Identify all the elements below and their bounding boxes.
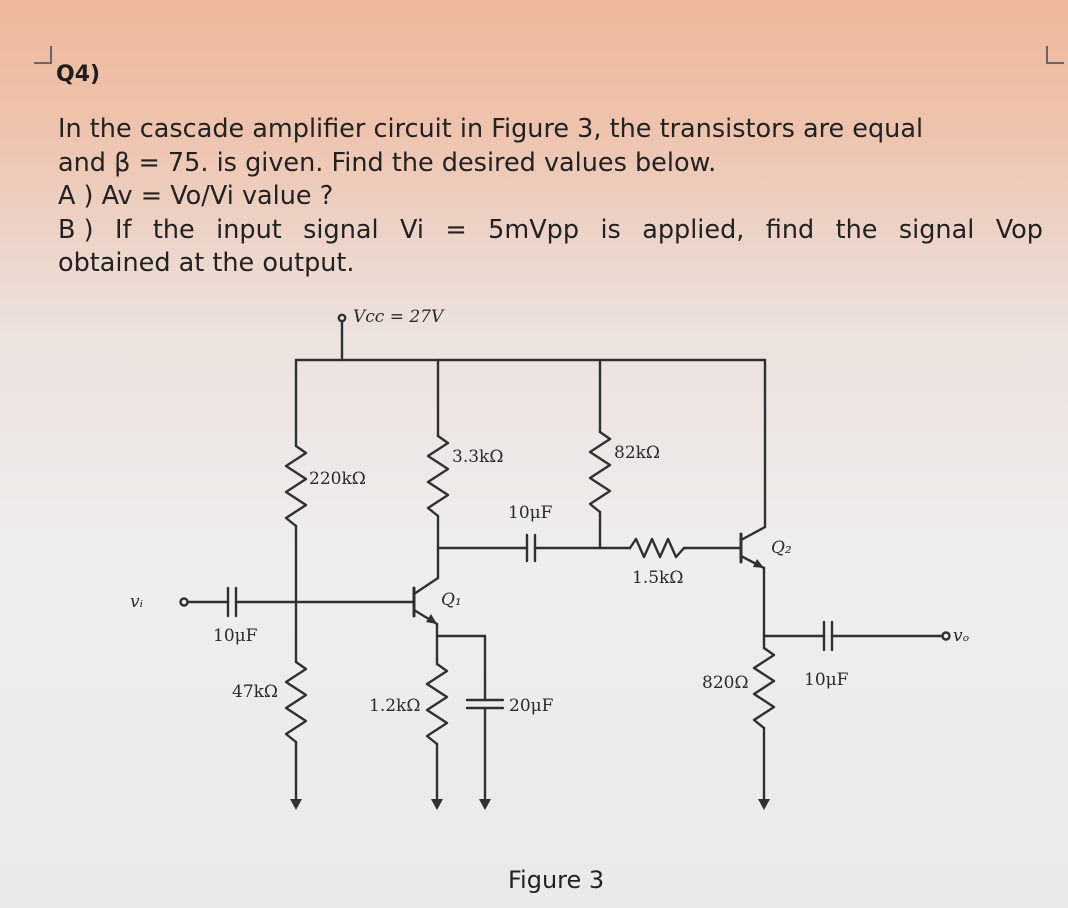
label-c-out: 10μF xyxy=(804,670,849,690)
q2-collector-lead xyxy=(739,525,767,542)
resistor-47k xyxy=(284,660,308,744)
q1-collector-lead xyxy=(412,576,440,596)
resistor-1-5k xyxy=(628,537,686,559)
vi-terminal xyxy=(179,597,189,607)
problem-line-4: B ) If the input signal Vi = 5mVpp is ap… xyxy=(58,214,1043,248)
word: input xyxy=(216,214,282,245)
problem-line-5: obtained at the output. xyxy=(58,248,355,278)
label-vo: vₒ xyxy=(953,626,970,646)
resistor-82k xyxy=(588,430,612,514)
problem-statement: In the cascade amplifier circuit in Figu… xyxy=(58,113,1058,281)
resistor-1-2k xyxy=(425,662,449,746)
word: B ) xyxy=(58,214,94,245)
crop-corner-top-right xyxy=(1046,46,1064,64)
label-q2: Q₂ xyxy=(771,538,792,558)
label-3-3k: 3.3kΩ xyxy=(452,447,503,467)
ground-icon xyxy=(758,799,770,810)
question-number: Q4) xyxy=(56,62,101,87)
label-c-in: 10μF xyxy=(213,626,258,646)
label-c-couple: 10μF xyxy=(508,503,553,523)
label-820: 820Ω xyxy=(702,673,749,693)
label-vi: vᵢ xyxy=(130,592,143,612)
word: signal xyxy=(303,214,379,245)
word: is xyxy=(600,214,621,245)
problem-line-2: and β = 75. is given. Find the desired v… xyxy=(58,147,717,178)
resistor-220k xyxy=(284,444,308,528)
vo-terminal xyxy=(941,631,951,641)
word: 5mVpp xyxy=(488,214,580,245)
label-47k: 47kΩ xyxy=(232,682,278,702)
word: signal xyxy=(898,214,975,245)
label-1-2k: 1.2kΩ xyxy=(369,696,420,716)
label-vcc: Vcc = 27V xyxy=(353,307,445,327)
q2-emitter-arrow xyxy=(753,559,764,568)
label-1-5k: 1.5kΩ xyxy=(632,568,683,588)
label-220k: 220kΩ xyxy=(309,469,366,489)
ground-icon xyxy=(431,799,443,810)
label-82k: 82kΩ xyxy=(614,443,660,463)
word: Vop xyxy=(995,214,1043,245)
ground-icon xyxy=(479,799,491,810)
problem-line-3: A ) Av = Vo/Vi value ? xyxy=(58,181,334,211)
ground-icon xyxy=(290,799,302,810)
problem-line-1: In the cascade amplifier circuit in Figu… xyxy=(58,114,924,144)
figure-caption: Figure 3 xyxy=(508,866,605,894)
label-c-bypass: 20μF xyxy=(509,696,554,716)
word: the xyxy=(152,214,195,245)
word: applied, xyxy=(642,214,745,245)
resistor-3-3k xyxy=(426,434,450,518)
word: find xyxy=(765,214,815,245)
word: If xyxy=(114,214,132,245)
resistor-820 xyxy=(752,646,776,730)
word: Vi xyxy=(399,214,424,245)
q1-emitter-arrow xyxy=(426,614,437,624)
word: = xyxy=(445,214,467,245)
label-q1: Q₁ xyxy=(441,590,462,610)
crop-corner-top-left xyxy=(34,46,52,64)
word: the xyxy=(835,214,878,245)
